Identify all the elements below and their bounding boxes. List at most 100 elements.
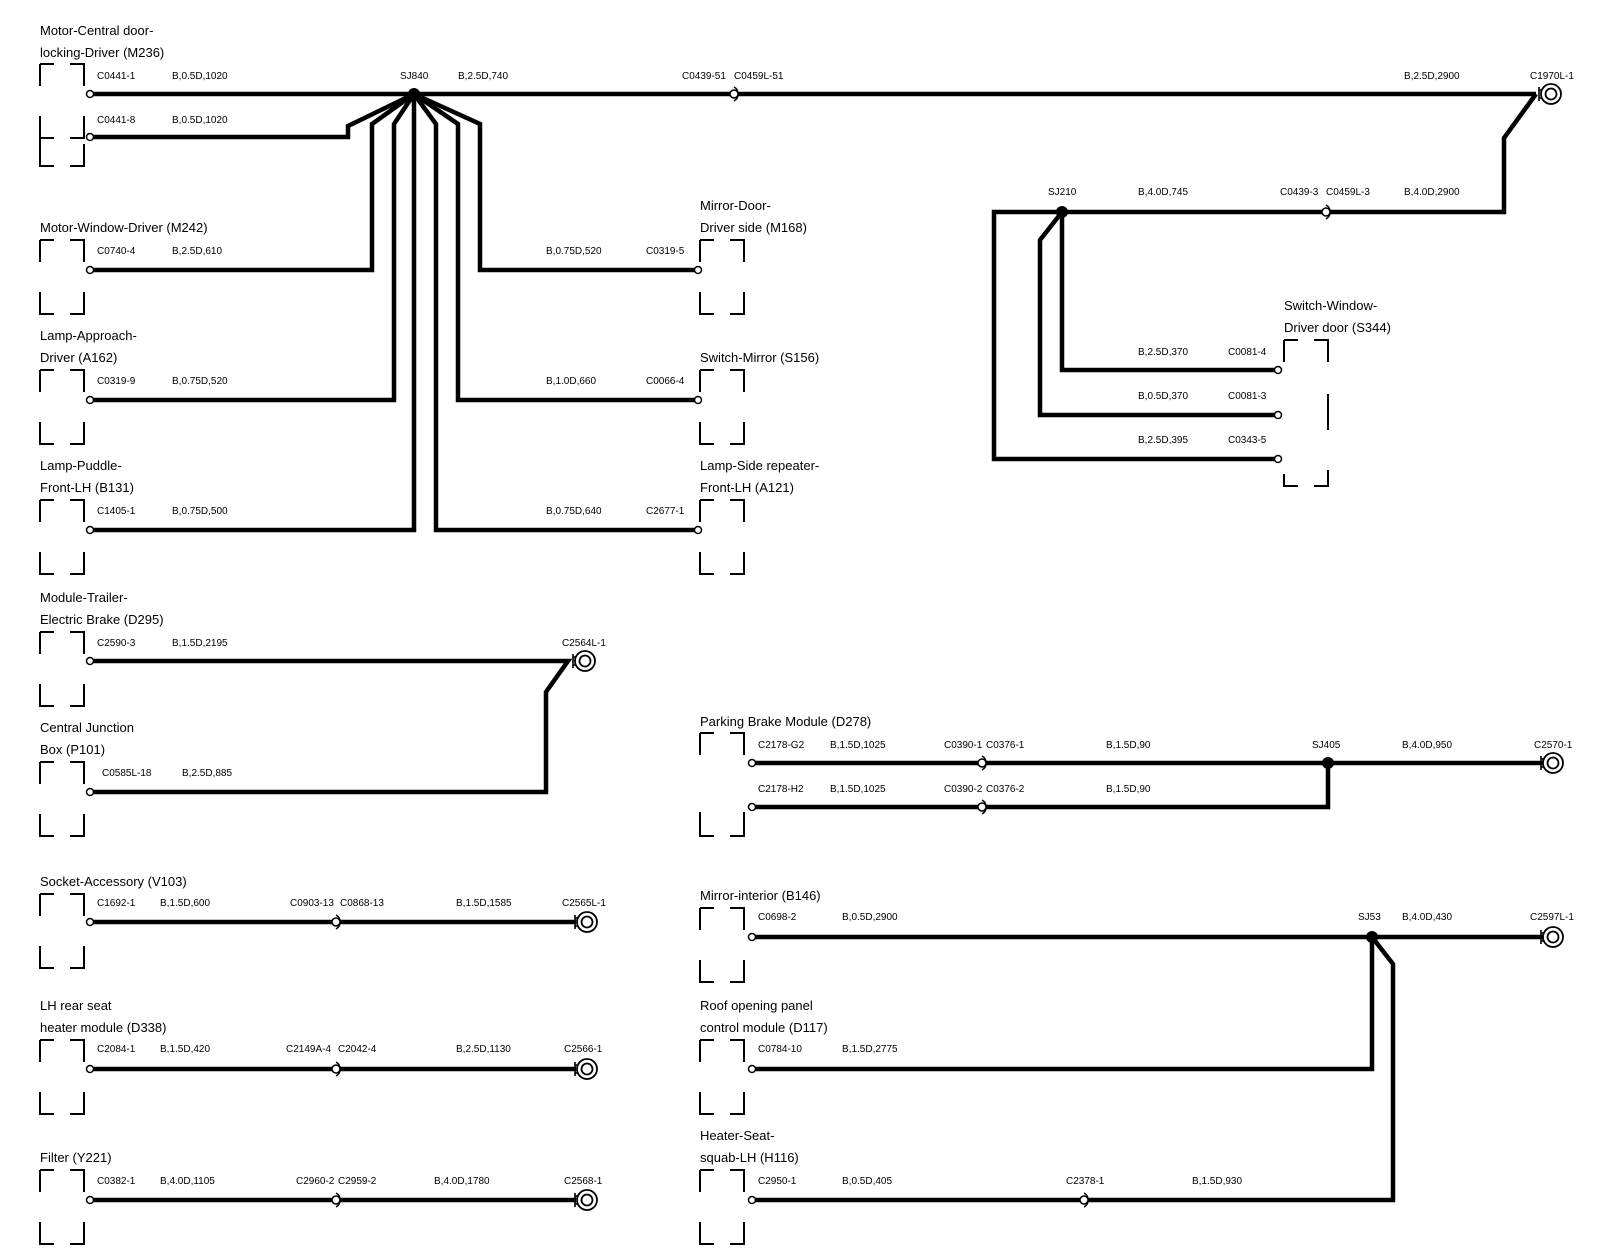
label-wire-s156: B,1.0D,660	[546, 376, 596, 387]
box-b131	[39, 499, 85, 575]
wire-d278-h2	[754, 763, 1331, 810]
label-c2564l-1: C2564L-1	[562, 638, 606, 649]
title-h116-line1: Heater-Seat-	[700, 1128, 774, 1143]
box-h116	[699, 1169, 745, 1245]
wire-a121	[412, 92, 696, 533]
label-c0784-10: C0784-10	[758, 1044, 802, 1055]
wire-m236-pin8	[92, 91, 415, 140]
label-c2568-1: C2568-1	[564, 1176, 603, 1187]
label-wire-v103: B,1.5D,600	[160, 898, 210, 909]
end-connectors	[572, 83, 1564, 1211]
inline-c0390-2	[977, 799, 987, 815]
title-d117-line2: control module (D117)	[700, 1020, 828, 1035]
label-c0441-1: C0441-1	[97, 71, 136, 82]
label-c0066-4: C0066-4	[646, 376, 685, 387]
label-wire-d278-h2: B,1.5D,1025	[830, 784, 886, 795]
inline-c2149a-4	[331, 1061, 341, 1077]
label-c0376-1: C0376-1	[986, 740, 1025, 751]
title-p101-line1: Central Junction	[40, 720, 134, 735]
wire-b131	[92, 94, 417, 533]
label-c0740-4: C0740-4	[97, 246, 136, 257]
label-c0390-2: C0390-2	[944, 784, 983, 795]
label-c2570-1: C2570-1	[1534, 740, 1573, 751]
title-d338-line2: heater module (D338)	[40, 1020, 166, 1035]
title-m242: Motor-Window-Driver (M242)	[40, 220, 208, 235]
label-c1405-1: C1405-1	[97, 506, 136, 517]
title-a121-line2: Front-LH (A121)	[700, 480, 794, 495]
label-wire-y221: B,4.0D,1105	[160, 1176, 215, 1187]
title-s156: Switch-Mirror (S156)	[700, 350, 819, 365]
wire-h116	[754, 935, 1396, 1203]
box-m242	[39, 239, 85, 315]
box-m168	[699, 239, 745, 315]
label-wire-y221b: B,4.0D,1780	[434, 1176, 490, 1187]
title-p101-line2: Box (P101)	[40, 742, 105, 757]
box-a162	[39, 369, 85, 445]
title-v103: Socket-Accessory (V103)	[40, 874, 187, 889]
end-c2565l-1	[574, 911, 598, 933]
label-c2590-3: C2590-3	[97, 638, 136, 649]
component-titles: Motor-Central door- locking-Driver (M236…	[40, 23, 1391, 1165]
label-c2378-1: C2378-1	[1066, 1176, 1105, 1187]
label-c1692-1: C1692-1	[97, 898, 136, 909]
splice-sj840	[408, 88, 420, 100]
box-p101	[39, 761, 85, 837]
label-wire-sj405: B,4.0D,950	[1402, 740, 1452, 751]
title-s344-line2: Driver door (S344)	[1284, 320, 1391, 335]
wire-d295	[92, 658, 573, 795]
title-b131-line2: Front-LH (B131)	[40, 480, 134, 495]
wire-m242	[92, 92, 416, 273]
end-c2568-1	[574, 1189, 598, 1211]
label-wire-d278-h2b: B,1.5D,90	[1106, 784, 1151, 795]
label-wire-d295: B,1.5D,2195	[172, 638, 228, 649]
label-c0343-5: C0343-5	[1228, 435, 1267, 446]
box-d278	[699, 732, 745, 837]
title-m168-line2: Driver side (M168)	[700, 220, 807, 235]
wire-d117	[754, 937, 1375, 1072]
label-c2565l-1: C2565L-1	[562, 898, 606, 909]
label-c2566-1: C2566-1	[564, 1044, 603, 1055]
label-c0459l-3: C0459L-3	[1326, 187, 1370, 198]
end-c2597l-1	[1540, 926, 1564, 948]
splice-sj53	[1366, 931, 1378, 943]
label-wire-d278-g2: B,1.5D,1025	[830, 740, 886, 751]
label-wire-m242: B,2.5D,610	[172, 246, 222, 257]
end-c1970l-1	[1538, 83, 1562, 105]
label-wire-m168: B,0.75D,520	[546, 246, 602, 257]
wire-a162	[92, 92, 416, 403]
label-c2960-2: C2960-2	[296, 1176, 335, 1187]
label-sj405: SJ405	[1312, 740, 1341, 751]
title-d295-line1: Module-Trailer-	[40, 590, 128, 605]
label-c0390-1: C0390-1	[944, 740, 983, 751]
label-wire-h116b: B,1.5D,930	[1192, 1176, 1242, 1187]
label-c0319-9: C0319-9	[97, 376, 136, 387]
box-s344	[1283, 339, 1329, 487]
label-c0903-13: C0903-13	[290, 898, 334, 909]
label-c0382-1: C0382-1	[97, 1176, 136, 1187]
wire-s156	[412, 92, 696, 403]
label-wire-m236-8: B,0.5D,1020	[172, 115, 228, 126]
splice-sj210	[1056, 206, 1068, 218]
box-y221	[39, 1169, 85, 1245]
label-c0698-2: C0698-2	[758, 912, 797, 923]
label-wire-sj210-right: B,4.0D,2900	[1404, 187, 1460, 198]
wire-m168	[413, 91, 696, 273]
label-c2178-g2: C2178-G2	[758, 740, 805, 751]
label-wire-sj840-main: B,2.5D,740	[458, 71, 508, 82]
label-c0868-13: C0868-13	[340, 898, 384, 909]
label-c0439-3: C0439-3	[1280, 187, 1319, 198]
wire-s344-pin4	[1059, 212, 1276, 373]
label-wire-s344-4: B,2.5D,370	[1138, 347, 1188, 358]
label-wire-b146: B,0.5D,2900	[842, 912, 898, 923]
label-sj53: SJ53	[1358, 912, 1381, 923]
box-s156	[699, 369, 745, 445]
title-m236-line1: Motor-Central door-	[40, 23, 153, 38]
label-wire-d338: B,1.5D,420	[160, 1044, 210, 1055]
label-wire-a162: B,0.75D,520	[172, 376, 228, 387]
label-wire-s344-5: B,2.5D,395	[1138, 435, 1188, 446]
wire-labels: C0441-1 B,0.5D,1020 SJ840 B,2.5D,740 C04…	[97, 71, 1574, 1187]
label-c1970l-1: C1970L-1	[1530, 71, 1574, 82]
label-wire-d278-g2b: B,1.5D,90	[1106, 740, 1151, 751]
label-wire-a121: B,0.75D,640	[546, 506, 602, 517]
label-c0319-5: C0319-5	[646, 246, 685, 257]
